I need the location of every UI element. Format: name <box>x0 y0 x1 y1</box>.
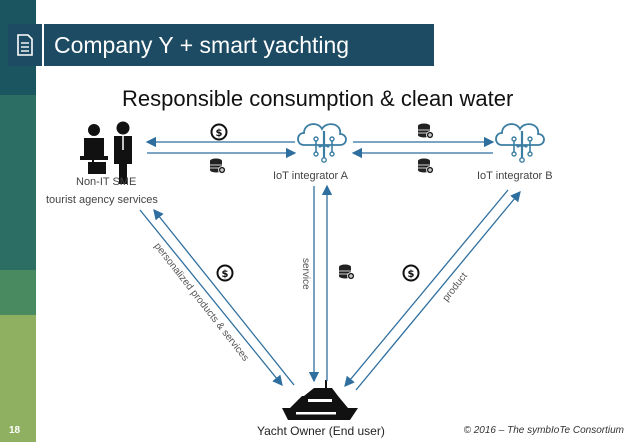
edge-label-personalized: personalized products & services <box>152 241 251 363</box>
title-bar: Company Y + smart yachting <box>8 24 434 66</box>
data-icon-b-a <box>417 158 434 174</box>
arrow-yacht-to-b <box>355 190 521 391</box>
arrow-b-to-yacht <box>344 189 509 387</box>
payment-icon-sme-a <box>210 123 228 141</box>
slide-subtitle: Responsible consumption & clean water <box>122 86 514 111</box>
slide-title: Company Y + smart yachting <box>54 31 350 58</box>
payment-icon-yacht-b <box>402 264 420 282</box>
integrator-b-label: IoT integrator B <box>477 170 553 182</box>
page-number: 18 <box>9 425 21 436</box>
payment-icon-yacht-sme <box>216 264 234 282</box>
sidebar-stripe-4 <box>0 315 36 442</box>
sidebar-stripe-2 <box>0 95 36 270</box>
copyright-notice: © 2016 – The symbIoTe Consortium <box>463 425 624 436</box>
yacht-owner-label: Yacht Owner (End user) <box>257 424 385 438</box>
iot-cloud-icon-b <box>494 122 546 164</box>
integrator-a-label: IoT integrator A <box>273 170 349 182</box>
arrow-sme-to-yacht <box>139 209 283 387</box>
arrow-yacht-to-sme <box>153 208 295 386</box>
business-people-icon <box>80 121 132 184</box>
edge-label-service: service <box>300 258 311 290</box>
sme-label-line1: Non-IT SME <box>76 176 137 188</box>
data-icon-yacht-a <box>338 264 355 280</box>
edge-label-product: product <box>441 271 470 304</box>
data-icon-sme-a <box>209 158 226 174</box>
yacht-icon <box>282 380 358 420</box>
sidebar-stripe-3 <box>0 270 36 315</box>
data-icon-a-b <box>417 123 434 139</box>
iot-cloud-icon-a <box>296 122 348 164</box>
sme-label-line2: tourist agency services <box>46 194 158 206</box>
document-icon <box>8 24 44 66</box>
